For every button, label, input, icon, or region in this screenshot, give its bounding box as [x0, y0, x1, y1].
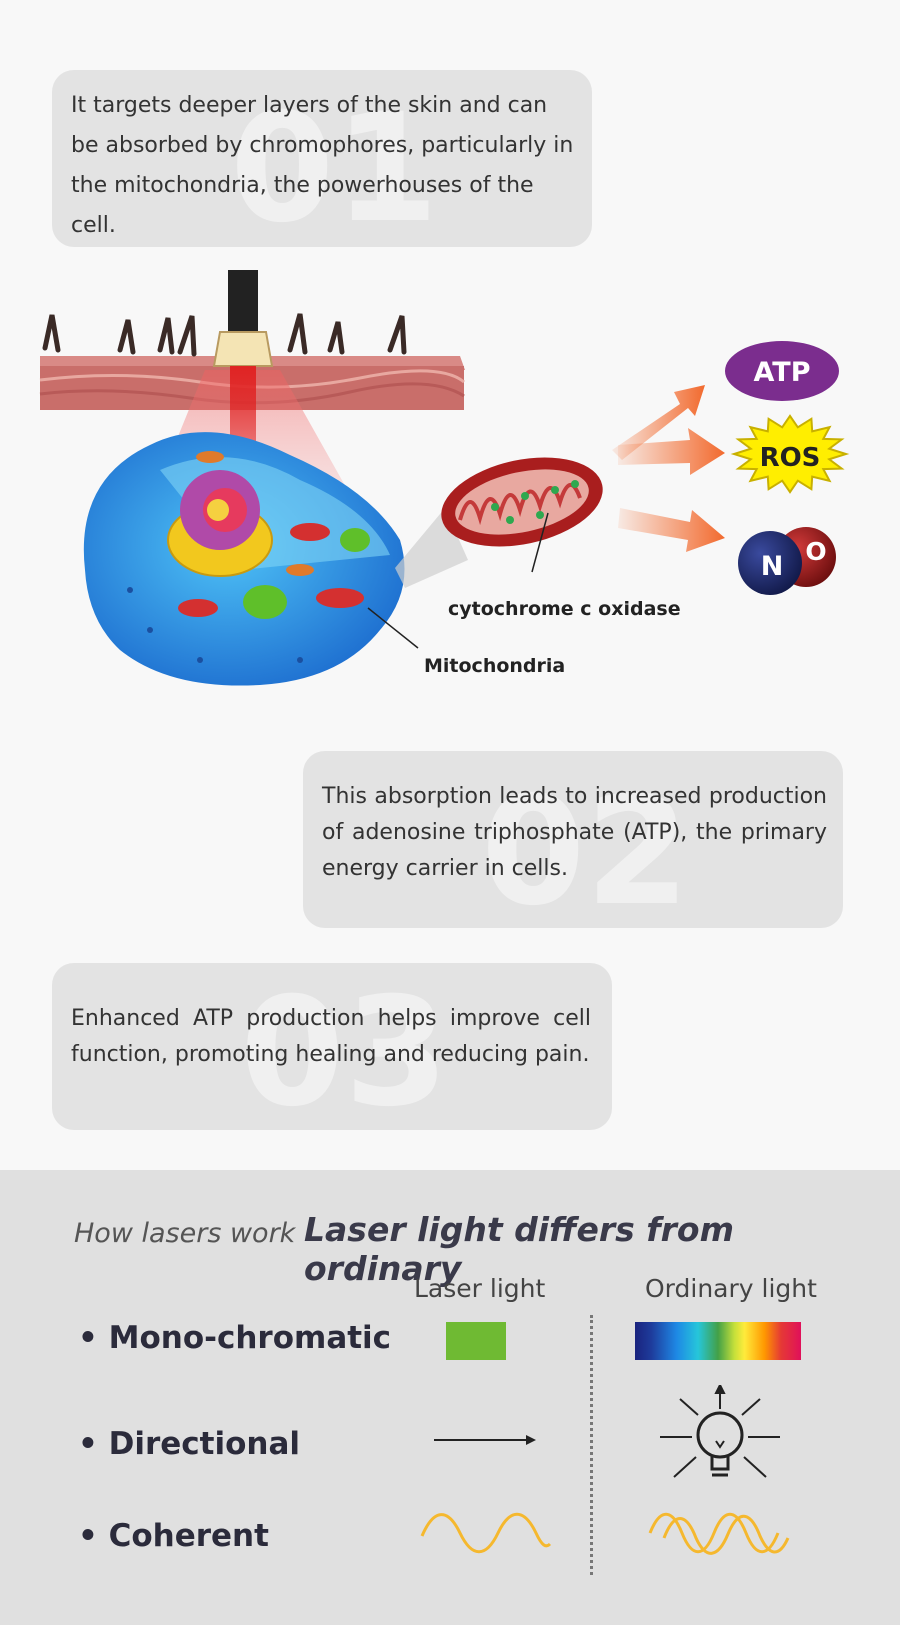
section-heading: Laser light differs from ordinary: [304, 1210, 734, 1288]
column-header-laser: Laser light: [414, 1274, 546, 1303]
atp-molecule: ATP: [725, 341, 839, 401]
lightbulb-rays-icon: [660, 1385, 780, 1478]
single-color-swatch: [446, 1322, 506, 1360]
card-number: 03: [240, 966, 449, 1130]
o-label: O: [805, 537, 826, 566]
cell: [83, 432, 405, 686]
spectrum-swatch: [635, 1322, 801, 1360]
directional-arrow-icon: [434, 1435, 536, 1445]
card-text: Enhanced ATP production helps improve ce…: [71, 1006, 591, 1067]
laser-device: [212, 270, 274, 367]
column-header-ordinary: Ordinary light: [645, 1274, 817, 1303]
column-divider: [590, 1315, 593, 1575]
section-subheading: How lasers work: [74, 1218, 296, 1249]
row-coherent: • Coherent: [78, 1518, 269, 1554]
atp-label: ATP: [753, 357, 810, 388]
info-card-2: 02 This absorption leads to increased pr…: [303, 751, 843, 928]
info-card-1: 01 It targets deeper layers of the skin …: [52, 70, 592, 247]
incoherent-wave-icon: [648, 1512, 790, 1555]
card-text: It targets deeper layers of the skin and…: [71, 93, 574, 238]
card-number: 01: [230, 82, 439, 247]
cell-illustration: cytochrome c oxidase Mitochondria ATP RO…: [39, 270, 850, 686]
coherent-wave-icon: [420, 1512, 552, 1554]
label-cytochrome: cytochrome c oxidase: [448, 598, 681, 620]
ros-molecule: ROS: [730, 414, 850, 494]
no-molecule: N O: [738, 527, 836, 595]
laser-comparison-section: How lasers work Laser light differs from…: [0, 1170, 900, 1625]
row-directional: • Directional: [78, 1426, 301, 1462]
mitochondrion: [441, 457, 603, 547]
row-monochromatic: • Mono-chromatic: [78, 1320, 392, 1356]
info-card-3: 03 Enhanced ATP production helps improve…: [52, 963, 612, 1130]
card-number: 02: [481, 765, 690, 928]
n-label: N: [761, 551, 784, 582]
label-mitochondria: Mitochondria: [424, 655, 565, 677]
output-arrows: [612, 385, 725, 552]
ros-label: ROS: [760, 443, 821, 473]
card-text: This absorption leads to increased produ…: [322, 784, 827, 881]
